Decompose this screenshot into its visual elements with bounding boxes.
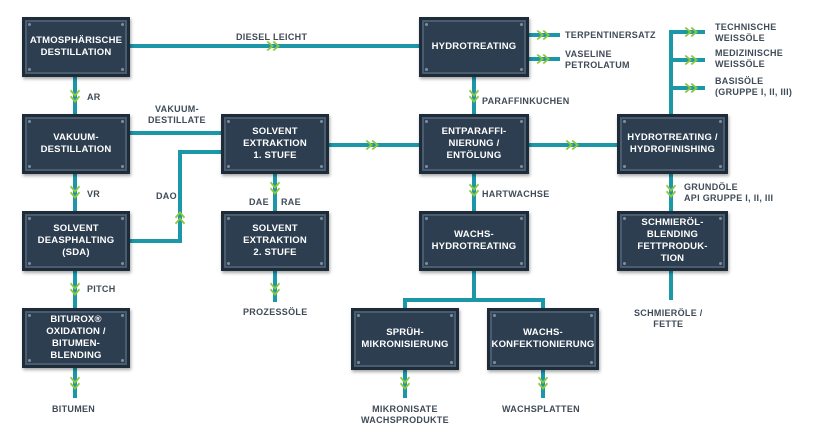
- arrow-basis: [684, 83, 698, 93]
- pipe-wax-split: [403, 271, 476, 309]
- label-medical-oils: MEDIZINISCHE WEISSÖLE: [715, 48, 784, 69]
- solvent-extraction-2-box: SOLVENT EXTRAKTION 2. STUFE: [221, 211, 329, 271]
- wax-confection-label: WACHS- KONFEKTIONIERUNG: [491, 327, 595, 350]
- arrow-vr: [70, 185, 80, 199]
- label-hard-wax: HARTWACHSE: [482, 189, 550, 199]
- dewaxing-box: ENTPARAFFI- NIERUNG / ENTÖLUNG: [419, 114, 529, 174]
- arrow-dae-rae: [270, 181, 280, 195]
- arrow-bitumen: [70, 376, 80, 390]
- arrow-vaseline: [536, 54, 550, 64]
- arrow-pitch: [70, 282, 80, 296]
- hydrotreating-box: HYDROTREATING: [419, 17, 529, 77]
- lubricant-blending-label: SCHMIERÖL- BLENDING FETTPRODUK- TION: [637, 217, 708, 264]
- pipe-wax-split-right: [474, 298, 545, 309]
- label-dae: DAE: [249, 197, 269, 207]
- dewaxing-label: ENTPARAFFI- NIERUNG / ENTÖLUNG: [441, 126, 507, 161]
- biturox-box: BITUROX® OXIDATION / BITUMEN- BLENDING: [22, 308, 130, 368]
- label-base-oils: BASISÖLE (GRUPPE I, II, III): [715, 76, 793, 97]
- label-vr: VR: [87, 189, 101, 199]
- hydrofinishing-box: HYDROTREATING / HYDROFINISHING: [617, 114, 728, 174]
- label-turpentine: TERPENTINERSATZ: [565, 30, 656, 40]
- solvent-extraction-2-label: SOLVENT EXTRAKTION 2. STUFE: [243, 223, 307, 258]
- label-ar: AR: [87, 92, 101, 102]
- wax-hydrotreating-label: WACHS- HYDROTREATING: [431, 229, 517, 252]
- label-base-oils-api: GRUNDÖLE API GRUPPE I, II, III: [684, 182, 774, 203]
- label-vacuum-distillates: VAKUUM- DESTILLATE: [148, 104, 206, 125]
- solvent-extraction-1-box: SOLVENT EXTRAKTION 1. STUFE: [221, 114, 329, 174]
- arrow-diesel: [266, 41, 280, 51]
- arrow-raffinate: [365, 140, 379, 150]
- arrow-turpentine: [536, 30, 550, 40]
- arrow-wax-slabs: [538, 376, 548, 390]
- spray-micronization-box: SPRÜH- MIKRONISIERUNG: [351, 308, 459, 370]
- arrow-process-oils: [270, 282, 280, 296]
- arrow-paraffin-cake: [469, 89, 479, 103]
- vacuum-distillation-box: VAKUUM- DESTILLATION: [22, 114, 130, 174]
- solvent-deasphalting-label: SOLVENT DEASPHALTING (SDA): [37, 223, 115, 258]
- label-vaseline: VASELINE PETROLATUM: [565, 49, 630, 70]
- atmospheric-distillation-box: ATMOSPHÄRISCHE DESTILLATION: [22, 17, 130, 77]
- solvent-extraction-1-label: SOLVENT EXTRAKTION 1. STUFE: [243, 126, 307, 161]
- hydrofinishing-label: HYDROTREATING / HYDROFINISHING: [627, 132, 718, 155]
- label-dao: DAO: [156, 191, 177, 201]
- arrow-micronized: [400, 376, 410, 390]
- label-lubricants: SCHMIERÖLE / FETTE: [634, 308, 703, 329]
- wax-hydrotreating-box: WACHS- HYDROTREATING: [419, 211, 529, 271]
- pipe-dao: [128, 150, 222, 243]
- arrow-base-oils: [666, 184, 676, 198]
- biturox-label: BITUROX® OXIDATION / BITUMEN- BLENDING: [46, 314, 106, 361]
- solvent-deasphalting-box: SOLVENT DEASPHALTING (SDA): [22, 211, 130, 271]
- atmospheric-distillation-label: ATMOSPHÄRISCHE DESTILLATION: [29, 35, 123, 58]
- vacuum-distillation-label: VAKUUM- DESTILLATION: [40, 132, 112, 155]
- label-process-oils: PROZESSÖLE: [243, 307, 308, 317]
- wax-confection-box: WACHS- KONFEKTIONIERUNG: [487, 308, 599, 370]
- arrow-hard-wax: [469, 183, 479, 197]
- label-rae: RAE: [281, 197, 301, 207]
- arrow-technical: [684, 27, 698, 37]
- arrow-dewaxed-oil: [565, 140, 579, 150]
- lubricant-blending-box: SCHMIERÖL- BLENDING FETTPRODUK- TION: [617, 211, 728, 271]
- arrow-ar: [70, 89, 80, 103]
- spray-micronization-label: SPRÜH- MIKRONISIERUNG: [361, 327, 449, 350]
- label-diesel: DIESEL LEICHT: [236, 32, 308, 42]
- hydrotreating-label: HYDROTREATING: [431, 41, 517, 52]
- arrow-medical: [684, 55, 698, 65]
- label-wax-slabs: WACHSPLATTEN: [502, 404, 580, 414]
- label-micronized: MIKRONISATE WACHSPRODUKTE: [361, 404, 449, 425]
- label-technical-oils: TECHNISCHE WEISSÖLE: [715, 22, 777, 43]
- label-paraffin-cake: PARAFFINKUCHEN: [482, 96, 570, 106]
- label-pitch: PITCH: [87, 284, 116, 294]
- label-bitumen: BITUMEN: [52, 404, 96, 414]
- arrow-dao: [175, 211, 185, 225]
